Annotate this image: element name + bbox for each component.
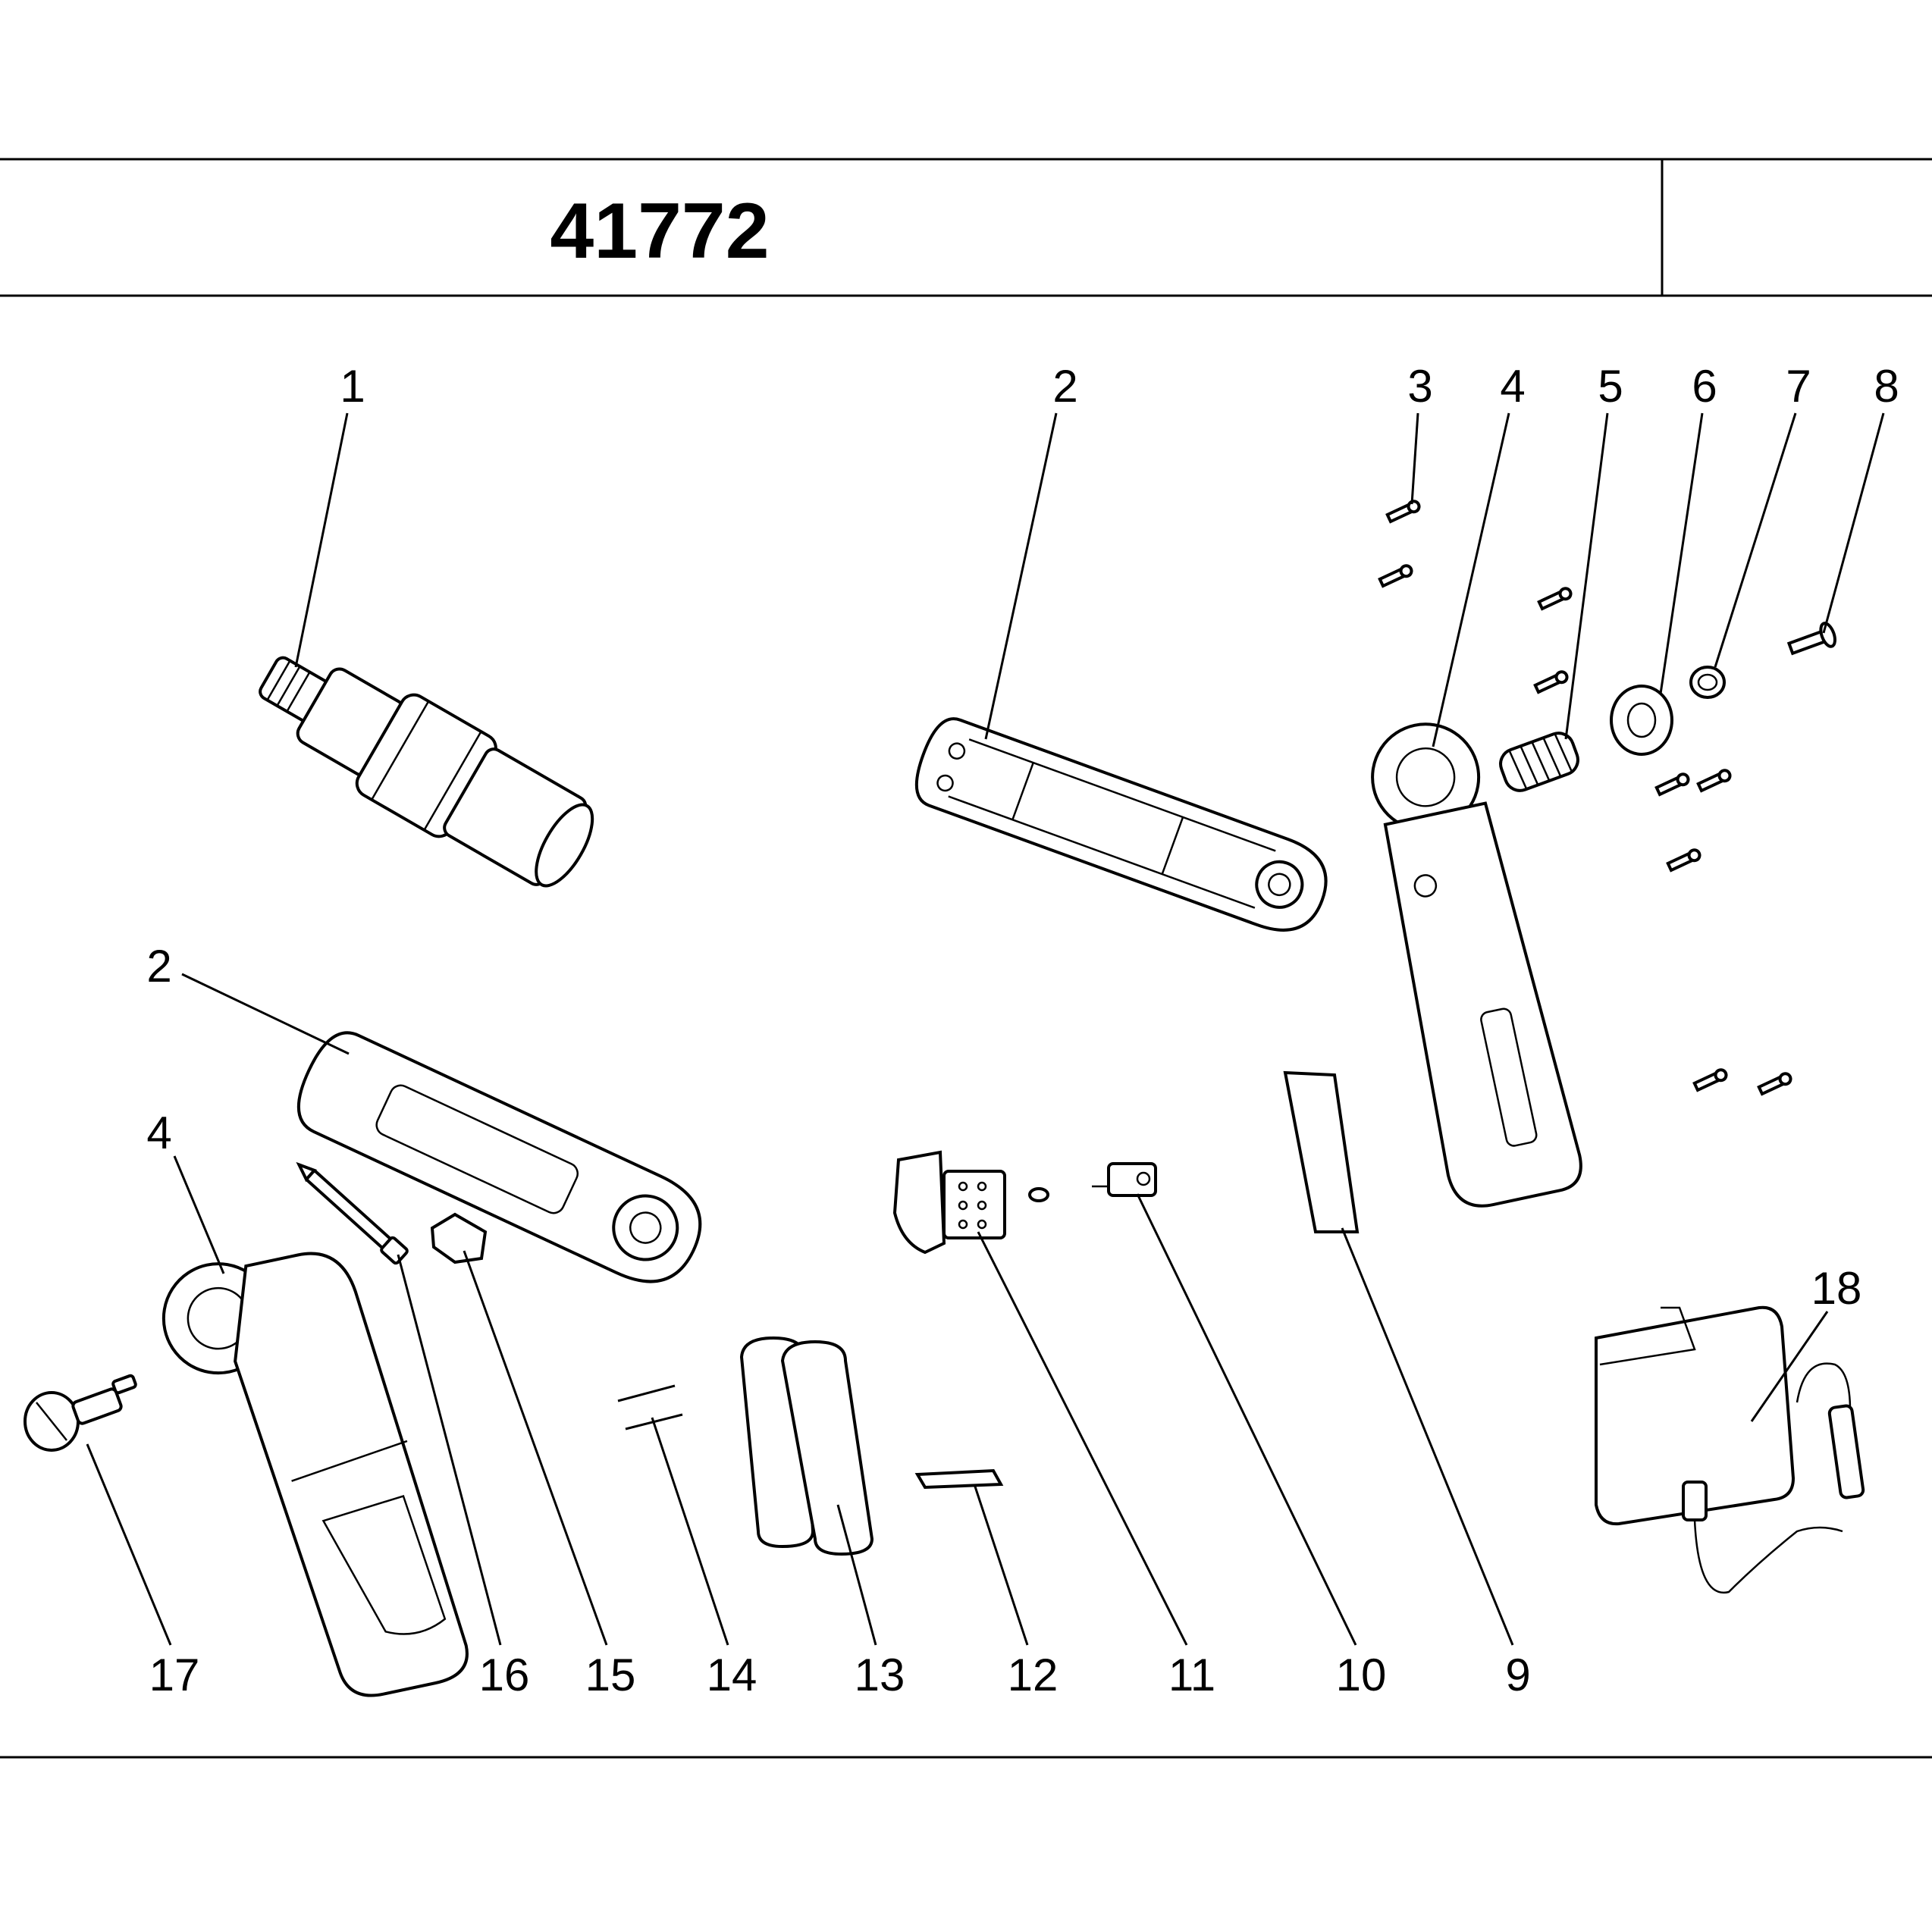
callout-1: 1: [340, 361, 365, 412]
callout-2-upper: 2: [1052, 361, 1077, 412]
housing-screws: [1378, 500, 1792, 1096]
connector-plate: [914, 1468, 1004, 1490]
callout-2-lower: 2: [146, 941, 171, 992]
callout-5: 5: [1598, 361, 1623, 412]
pivot-pin: [1786, 622, 1836, 656]
callout-4-upper: 4: [1500, 361, 1525, 412]
switch: [1092, 1162, 1157, 1197]
retaining-ring: [1689, 666, 1726, 699]
contact-strips: [617, 1384, 683, 1430]
circuit-board: [1283, 1070, 1360, 1233]
charger-adapter: [1595, 1305, 1865, 1594]
spring: [1499, 732, 1579, 792]
callout-4-lower: 4: [146, 1108, 171, 1158]
model-number: 41772: [550, 187, 769, 275]
callout-10: 10: [1336, 1650, 1387, 1700]
title-block: 41772: [0, 158, 1932, 297]
callout-12: 12: [1008, 1650, 1059, 1700]
housing-half-left: [296, 1031, 702, 1283]
callout-labels: 1 2 3 4 5 6 7 8 2 4 18 17 16 15 14 13 12…: [146, 361, 1899, 1700]
callout-11: 11: [1168, 1650, 1215, 1700]
callout-6: 6: [1692, 361, 1717, 412]
screwdriver-bit: [296, 1161, 409, 1265]
callout-3: 3: [1407, 361, 1432, 412]
battery-cells: [739, 1336, 874, 1556]
callout-18: 18: [1811, 1263, 1862, 1314]
motor-gearbox-assembly: [259, 656, 594, 888]
callout-8: 8: [1874, 361, 1899, 412]
callout-17: 17: [149, 1650, 200, 1700]
callout-13: 13: [855, 1650, 905, 1700]
callout-15: 15: [585, 1650, 636, 1700]
callout-14: 14: [707, 1650, 757, 1700]
knob: [24, 1374, 137, 1452]
leader-lines: [86, 412, 1885, 1646]
pivot-housing-right: [1371, 722, 1582, 1208]
housing-half-right: [914, 717, 1328, 932]
gear-ring: [1610, 685, 1673, 756]
callout-7: 7: [1786, 361, 1811, 412]
callout-9: 9: [1505, 1650, 1530, 1700]
callout-16: 16: [479, 1650, 530, 1700]
lock-block: [430, 1212, 488, 1264]
switch-module: [892, 1150, 1049, 1255]
pivot-housing-left: [162, 1252, 469, 1697]
